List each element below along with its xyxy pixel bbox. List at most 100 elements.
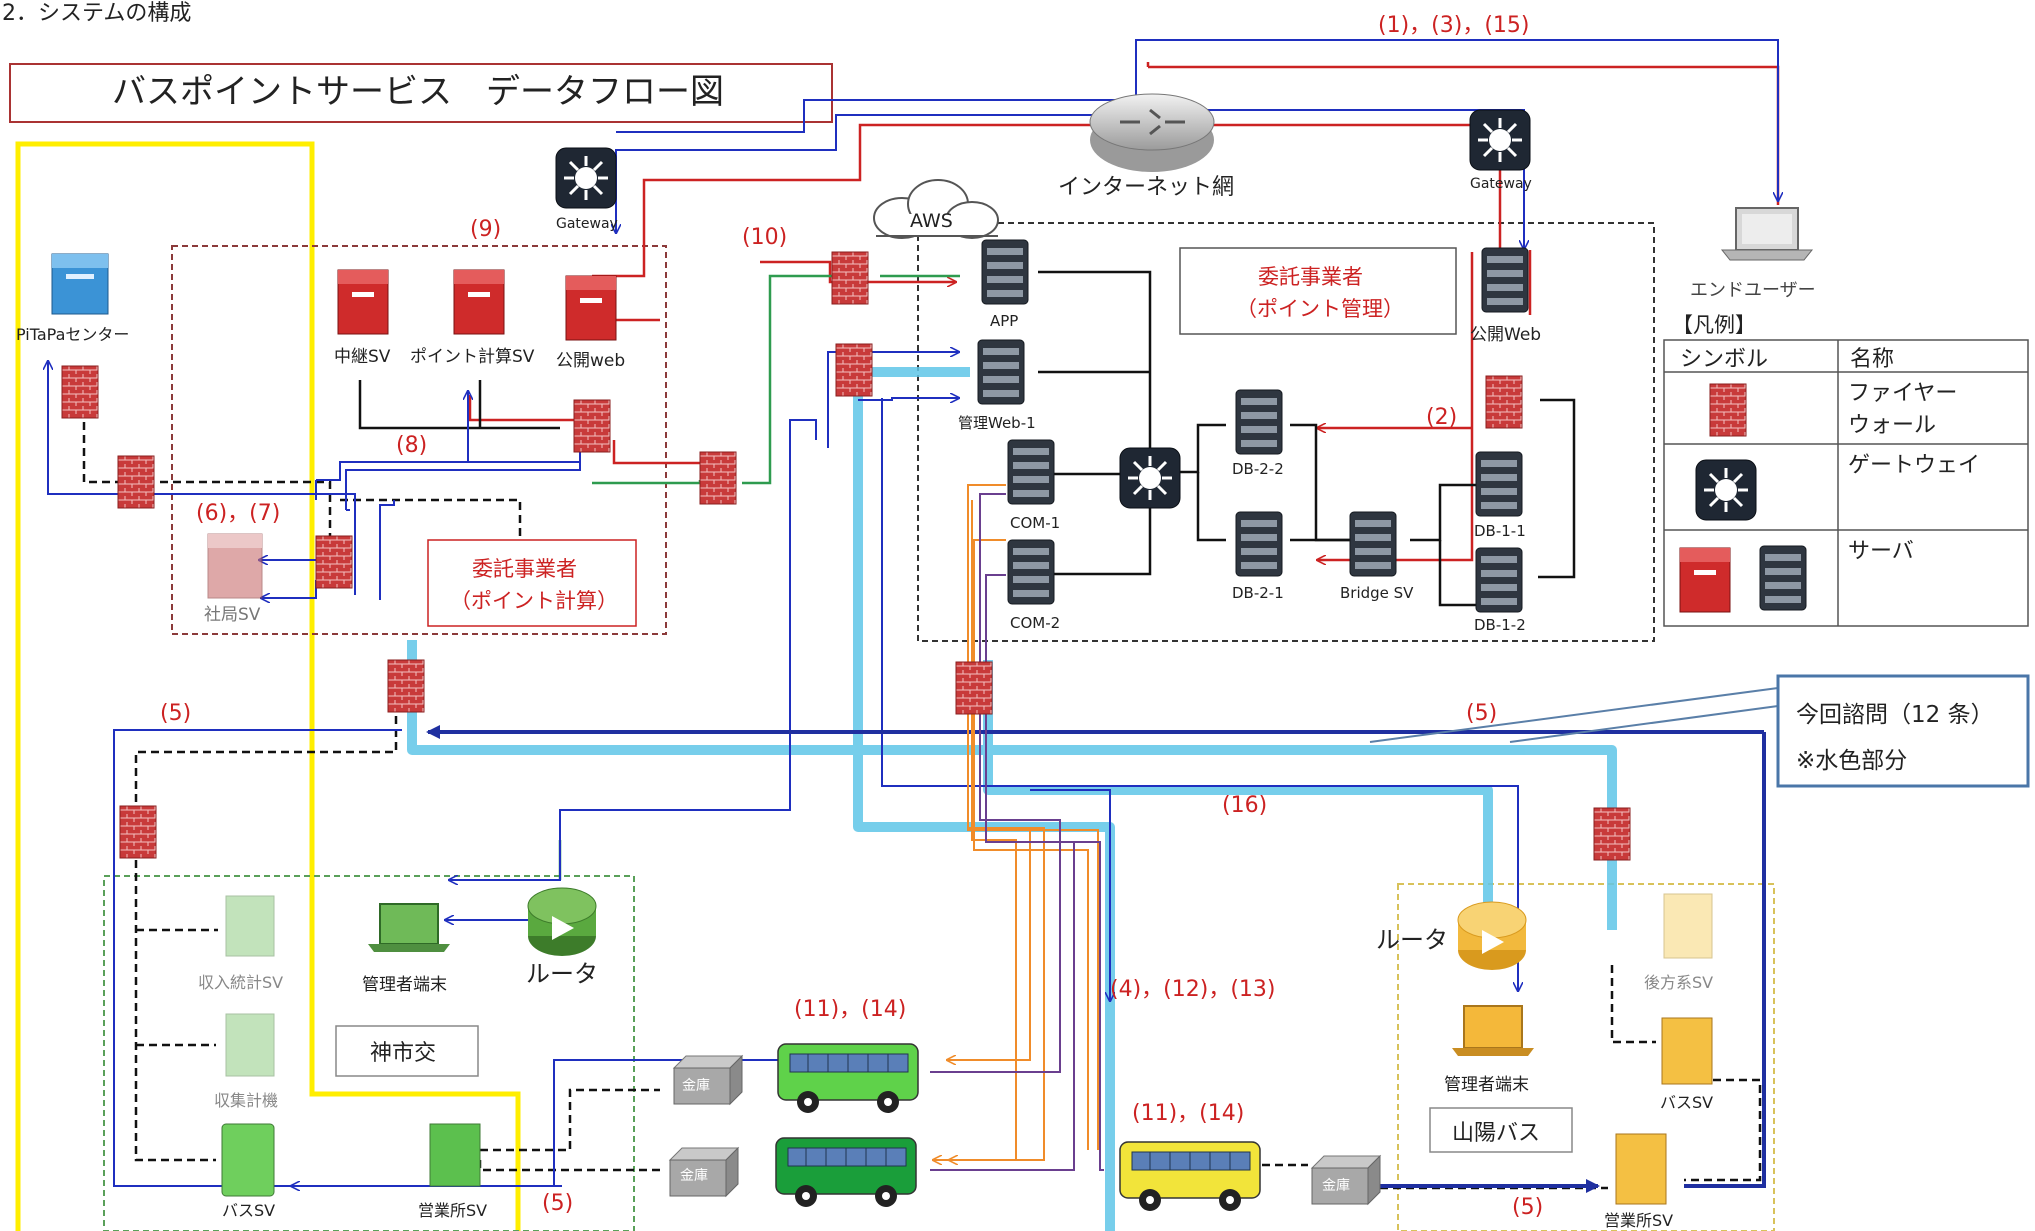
flow-label-2: (2) [1426,405,1457,430]
bus-sv-left-icon [221,1123,275,1197]
legend-gateway: ゲートウェイ [1848,453,1980,478]
public-web-right-label: 公開Web [1470,325,1541,345]
legend-red-server-icon [1679,547,1731,613]
db12-server-label: DB-1-2 [1474,616,1526,634]
rear-sv-label: 後方系SV [1644,973,1713,992]
flow-label-1-3-15: (1)，(3)，(15) [1378,13,1530,38]
firewall-south-icon [387,659,425,713]
income-stats-server-icon [225,895,275,957]
zone-sanyo [1397,883,1775,1231]
flow-label-6-7: (6)，(7) [196,501,280,526]
section-heading: 2．システムの構成 [2,1,191,26]
app-server-label: APP [990,312,1018,330]
bridge-server-label: Bridge SV [1340,584,1414,602]
collector-icon [225,1013,275,1077]
rear-sv-icon [1663,893,1713,959]
gateway-right-icon [1468,108,1532,172]
purple-flows [930,493,1104,1171]
firewall-aws-mgmt-icon [835,343,873,397]
zone-kobe [103,875,635,1231]
diagram-title: バスポイントサービス データフロー図 [112,72,724,112]
bus-green-2-icon [775,1137,917,1208]
office-sv-left-label: 営業所SV [418,1201,487,1220]
aws-label: AWS [910,210,953,232]
admin-terminal-left-label: 管理者端末 [362,975,447,995]
flow-label-16: (16) [1222,793,1267,818]
bridge-server-icon [1349,511,1397,577]
db21-server-label: DB-2-1 [1232,584,1284,602]
router-right-icon [1457,901,1527,970]
app-server-icon [981,239,1029,305]
flow-label-5-right: (5) [1466,701,1497,726]
bus-sv-left-label: バスSV [222,1201,275,1220]
router-left-icon [527,887,597,956]
contractor-mgmt-line1: 委託事業者 [1258,265,1363,289]
sanyo-label: 山陽バス [1452,1121,1540,1146]
flow-label-4-12-13: (4)，(12)，(13) [1110,977,1275,1002]
firewall-calc-green-icon [699,451,737,505]
db11-server-icon [1475,451,1523,517]
contractor-calc-line2: （ポイント計算） [450,589,618,613]
com1-server-label: COM-1 [1010,514,1060,532]
router-left-label: ルータ [526,960,598,988]
firewall-sanyo-icon [1593,807,1631,861]
db22-server-icon [1235,389,1283,455]
flow-label-5-bottom-right: (5) [1512,1195,1543,1220]
safe-3-label: 金庫 [1322,1177,1350,1194]
contractor-mgmt-box [1179,247,1457,335]
legend-firewall: ファイヤー [1848,381,1957,406]
kobe-label-box [335,1025,479,1077]
firewall-pitapa-icon [61,365,99,419]
flow-label-11-14-left: (11)，(14) [794,997,906,1022]
callout-line2: ※水色部分 [1796,748,1907,774]
legend-gateway-icon [1694,458,1758,522]
orange-flows [934,484,1099,1160]
public-web-left-icon [565,275,617,341]
end-user-label: エンドユーザー [1690,280,1816,301]
contractor-calc-line1: 委託事業者 [472,557,577,581]
flow-label-5-left: (5) [160,701,191,726]
flow-label-10: (10) [742,225,787,250]
internet-label: インターネット網 [1058,175,1234,200]
office-sv-right-icon [1615,1133,1667,1205]
com2-server-icon [1007,539,1055,605]
legend-server: サーバ [1848,539,1914,564]
legend-col-name: 名称 [1850,347,1894,372]
db21-server-icon [1235,511,1283,577]
yellow-boundary [15,141,521,1231]
firewall-kobe-upper-icon [119,805,157,859]
firewall-public-web-icon [1485,375,1523,429]
bus-green-1-icon [777,1043,919,1114]
legend-table [1663,339,2029,627]
callout-pointer [1369,687,1779,743]
flow-label-5-bottom-left: (5) [542,1191,573,1216]
firewall-aws-app-icon [831,251,869,305]
public-web-left-label: 公開web [556,351,625,371]
com1-server-icon [1007,439,1055,505]
office-sv-right-label: 営業所SV [1604,1211,1673,1230]
office-sv-left-icon [429,1123,481,1187]
firewall-calc-icon [573,399,611,453]
db11-server-label: DB-1-1 [1474,522,1526,540]
relay-server-icon [337,269,389,335]
bus-yellow-icon [1119,1141,1261,1212]
mgmt-web-server-label: 管理Web-1 [958,414,1036,432]
zone-point-calc [171,245,667,635]
zone-aws [917,222,1655,642]
safe-1-label: 金庫 [682,1077,710,1094]
flow-label-8: (8) [396,433,427,458]
aws-gateway-icon [1118,446,1182,510]
aws-cloud-icon [873,179,999,239]
callout-box [1776,674,2030,788]
kobe-label: 神市交 [370,1041,436,1066]
title-box [9,63,833,123]
admin-terminal-left-icon [368,903,450,952]
public-web-right-icon [1481,247,1529,313]
end-user-laptop-icon [1720,207,1814,261]
legend-firewall2: ウォール [1848,413,1936,438]
pitapa-server-icon [51,253,109,315]
collector-label: 収集計機 [214,1091,278,1110]
admin-terminal-right-icon [1452,1005,1534,1056]
sanyo-label-box [1429,1107,1573,1153]
gateway-left-icon [554,146,618,210]
